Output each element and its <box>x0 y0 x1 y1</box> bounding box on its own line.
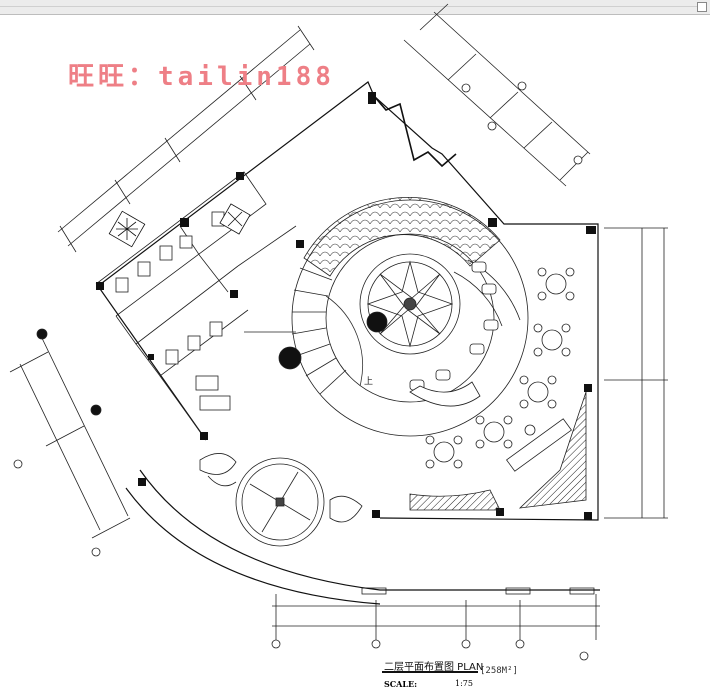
dimension-line-lower-left <box>9 333 131 539</box>
toolbar-rule <box>0 6 706 7</box>
grid-bubbles-bottom <box>271 639 589 661</box>
grid-bubbles-lower-left <box>13 328 102 557</box>
top-zigzag-wall <box>373 95 457 168</box>
scale-label: SCALE: <box>384 679 418 689</box>
title-underline <box>382 671 478 673</box>
ring-sofas <box>409 259 521 407</box>
wall-columns <box>96 92 596 520</box>
dimension-line-upper-left <box>57 25 315 253</box>
dimension-line-upper-right <box>403 3 591 187</box>
stair-direction-label: 上 <box>364 376 373 387</box>
cad-toolbar <box>0 0 710 15</box>
window-control-button[interactable] <box>697 2 707 12</box>
spiral-staircase <box>291 196 529 437</box>
watermark-text: 旺旺：tailin188 <box>68 62 335 92</box>
plant-decor <box>108 203 251 248</box>
grid-bubbles-upper-right <box>461 81 583 165</box>
dining-tables <box>425 267 575 469</box>
building-outline <box>97 81 600 605</box>
drawing-area: [258M²] <box>480 666 518 676</box>
revolving-door <box>199 453 363 547</box>
dimension-line-bottom <box>272 587 600 640</box>
right-counter <box>409 391 587 511</box>
drawing-title: 二层平面布置图 PLAN <box>384 662 484 673</box>
central-star-floor <box>278 253 461 370</box>
dimension-line-right <box>604 227 668 519</box>
scale-value: 1:75 <box>455 679 473 688</box>
toilet-fixtures <box>115 211 231 411</box>
